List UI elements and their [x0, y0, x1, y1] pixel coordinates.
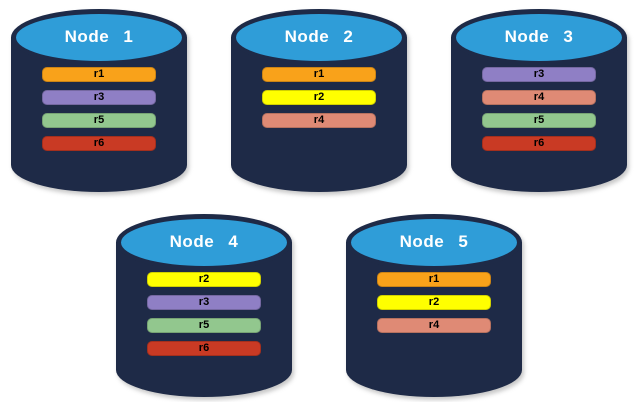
replica-bar: r4	[262, 113, 376, 128]
node-title: Node 3	[504, 27, 574, 46]
replica-label: r5	[198, 319, 210, 331]
replica-label: r3	[198, 296, 210, 308]
replica-label: r4	[313, 114, 325, 126]
replica-label: r1	[313, 68, 325, 80]
replica-label: r2	[313, 91, 325, 103]
node-cylinder: Node 4 r2 r3 r5 r6	[116, 214, 292, 397]
replica-bar: r5	[482, 113, 596, 128]
node-title: Node 4	[169, 232, 239, 251]
replica-bar: r4	[377, 318, 491, 333]
replica-bar: r2	[262, 90, 376, 105]
replica-label: r4	[428, 319, 440, 331]
replica-label: r4	[533, 91, 545, 103]
replica-bars: r1 r2 r4	[377, 272, 491, 333]
replica-label: r5	[93, 114, 105, 126]
replica-label: r2	[428, 296, 440, 308]
node-cylinder: Node 5 r1 r2 r4	[346, 214, 522, 397]
replica-bar: r3	[42, 90, 156, 105]
replica-label: r2	[198, 273, 210, 285]
replica-bar: r3	[147, 295, 261, 310]
replica-bar: r3	[482, 67, 596, 82]
replica-bars: r1 r2 r4	[262, 67, 376, 128]
cylinder-top-ellipse: Node 5	[346, 214, 522, 271]
replica-label: r3	[533, 68, 545, 80]
replica-bar: r2	[377, 295, 491, 310]
replica-bars: r1 r3 r5 r6	[42, 67, 156, 151]
replica-bar: r4	[482, 90, 596, 105]
replica-bar: r6	[42, 136, 156, 151]
replica-label: r6	[93, 137, 105, 149]
cylinder-top-ellipse: Node 1	[11, 9, 187, 66]
node-cylinder: Node 3 r3 r4 r5 r6	[451, 9, 627, 192]
replica-bars: r2 r3 r5 r6	[147, 272, 261, 356]
replica-bar: r6	[482, 136, 596, 151]
replica-bar: r5	[147, 318, 261, 333]
replica-bar: r2	[147, 272, 261, 287]
replica-label: r5	[533, 114, 545, 126]
node-title: Node 1	[64, 27, 134, 46]
node-title: Node 5	[399, 232, 469, 251]
replica-bar: r6	[147, 341, 261, 356]
replica-bar: r5	[42, 113, 156, 128]
cylinder-top-ellipse: Node 4	[116, 214, 292, 271]
cylinder-top-ellipse: Node 2	[231, 9, 407, 66]
node-cylinder: Node 1 r1 r3 r5 r6	[11, 9, 187, 192]
replica-bars: r3 r4 r5 r6	[482, 67, 596, 151]
node-title: Node 2	[284, 27, 354, 46]
cylinder-top-ellipse: Node 3	[451, 9, 627, 66]
replica-bar: r1	[262, 67, 376, 82]
replica-label: r1	[93, 68, 105, 80]
node-cylinder: Node 2 r1 r2 r4	[231, 9, 407, 192]
replica-label: r1	[428, 273, 440, 285]
replica-bar: r1	[42, 67, 156, 82]
replica-bar: r1	[377, 272, 491, 287]
replica-label: r6	[198, 342, 210, 354]
node-row: Node 4 r2 r3 r5 r6 Node 5 r1 r2 r4	[0, 214, 638, 397]
replica-label: r6	[533, 137, 545, 149]
replica-label: r3	[93, 91, 105, 103]
